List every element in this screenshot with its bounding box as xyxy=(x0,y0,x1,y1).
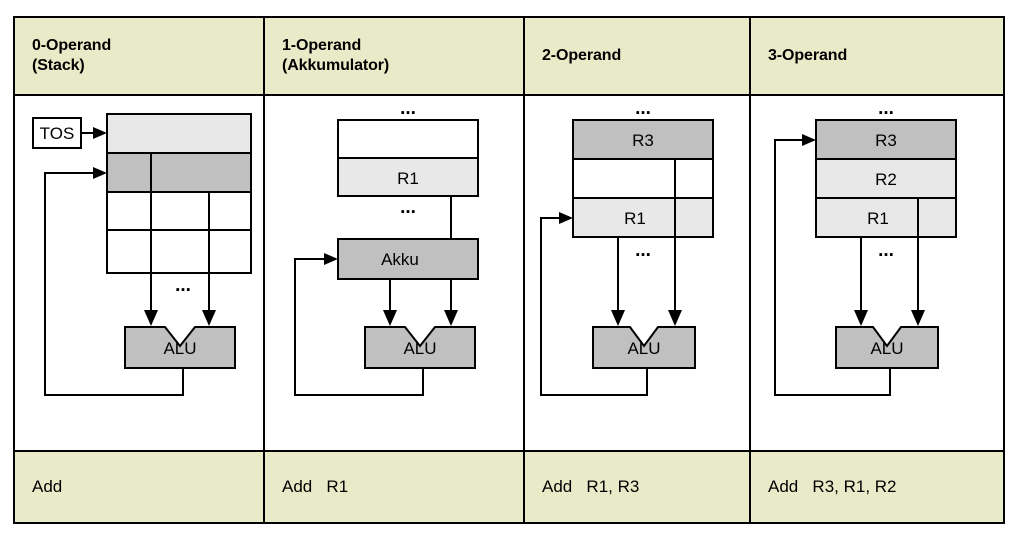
table-body-row: TOS ... ALU xyxy=(15,96,1003,452)
register-cell-r1 xyxy=(337,157,479,197)
register-cell-blank xyxy=(572,158,714,199)
stack-machine-diagram: TOS ... ALU xyxy=(32,113,252,396)
feedback-arrow-head xyxy=(559,212,573,224)
operand-arrow-left xyxy=(611,310,625,326)
alu-label: ALU xyxy=(870,339,903,358)
header-line1: 2-Operand xyxy=(542,46,622,64)
register-cell-r1 xyxy=(815,197,957,238)
header-line2: (Stack) xyxy=(32,57,85,74)
instruction-cell-stack: Add xyxy=(15,452,265,522)
register-bottom-ellipsis: ... xyxy=(635,240,651,261)
header-cell-stack: 0-Operand (Stack) xyxy=(15,18,265,94)
tos-arrow-head xyxy=(93,127,107,139)
alu-feedback-path xyxy=(294,258,424,396)
operand-arrow-right xyxy=(668,310,682,326)
operand-arrow-left xyxy=(854,310,868,326)
instruction-accumulator: Add R1 xyxy=(282,477,349,496)
header-cell-two-operand: 2-Operand xyxy=(525,18,751,94)
alu-shape xyxy=(124,326,236,369)
feedback-arrow-head xyxy=(324,253,338,265)
diagram-cell-two-operand: ... R3 R1 ... xyxy=(525,96,751,450)
alu-feedback-path xyxy=(774,139,891,396)
operand-arrow-right xyxy=(202,310,216,326)
alu-label: ALU xyxy=(627,339,660,358)
instruction-stack: Add xyxy=(32,477,63,496)
three-operand-machine-diagram: ... R3 R2 R1 ... xyxy=(774,98,957,396)
instruction-cell-three-operand: Add R3, R1, R2 xyxy=(751,452,1003,522)
register-label-r1: R1 xyxy=(624,209,646,228)
alu-shape xyxy=(364,326,476,369)
instruction-three-operand: Add R3, R1, R2 xyxy=(768,477,897,496)
alu-shape xyxy=(835,326,939,369)
operand-arrow-left xyxy=(383,310,397,326)
operand-arrow-left xyxy=(144,310,158,326)
accumulator-label: Akku xyxy=(381,250,419,269)
stack-ellipsis: ... xyxy=(175,275,191,296)
instruction-two-operand: Add R1, R3 xyxy=(542,477,640,496)
header-label-three-operand: 3-Operand xyxy=(768,46,847,66)
register-top-ellipsis: ... xyxy=(635,98,651,119)
instruction-cell-accumulator: Add R1 xyxy=(265,452,525,522)
register-label-r3: R3 xyxy=(632,131,654,150)
register-cell-blank xyxy=(337,119,479,159)
header-label-accumulator: 1-Operand (Akkumulator) xyxy=(282,36,389,77)
register-top-ellipsis: ... xyxy=(878,98,894,119)
stack-cell-3 xyxy=(106,229,252,274)
header-label-two-operand: 2-Operand xyxy=(542,46,621,66)
alu-label: ALU xyxy=(403,339,436,358)
table-footer-row: Add Add R1 Add R1, R3 Add R3, R1, R2 xyxy=(15,452,1003,522)
header-cell-three-operand: 3-Operand xyxy=(751,18,1003,94)
register-bottom-ellipsis: ... xyxy=(878,240,894,261)
table-header-row: 0-Operand (Stack) 1-Operand (Akkumulator… xyxy=(15,18,1003,96)
header-line1: 1-Operand xyxy=(282,36,362,54)
feedback-arrow-head xyxy=(93,167,107,179)
alu-feedback-path xyxy=(44,172,184,396)
stack-cell-2 xyxy=(106,191,252,231)
alu-feedback-path xyxy=(540,217,648,396)
header-line2: (Akkumulator) xyxy=(282,57,390,74)
header-line1: 3-Operand xyxy=(768,46,848,64)
stack-cell-0 xyxy=(106,113,252,154)
register-label-r1: R1 xyxy=(867,209,889,228)
register-cell-r2 xyxy=(815,158,957,199)
header-line1: 0-Operand xyxy=(32,36,112,54)
tos-label: TOS xyxy=(40,124,75,143)
diagram-cell-accumulator: ... R1 ... Akku xyxy=(265,96,525,450)
diagram-cell-three-operand: ... R3 R2 R1 ... xyxy=(751,96,1003,450)
diagram-cell-stack: TOS ... ALU xyxy=(15,96,265,450)
operand-arrow-right xyxy=(911,310,925,326)
register-cell-r3 xyxy=(815,119,957,160)
header-cell-accumulator: 1-Operand (Akkumulator) xyxy=(265,18,525,94)
two-operand-machine-diagram: ... R3 R1 ... xyxy=(540,98,714,396)
register-bottom-ellipsis: ... xyxy=(400,197,416,218)
register-top-ellipsis: ... xyxy=(400,98,416,119)
alu-label: ALU xyxy=(163,339,196,358)
instruction-cell-two-operand: Add R1, R3 xyxy=(525,452,751,522)
operand-comparison-table: 0-Operand (Stack) 1-Operand (Akkumulator… xyxy=(13,16,1005,524)
header-label-stack: 0-Operand (Stack) xyxy=(32,36,111,77)
alu-shape xyxy=(592,326,696,369)
register-cell-r1 xyxy=(572,197,714,238)
accumulator-machine-diagram: ... R1 ... Akku xyxy=(294,98,479,396)
operand-arrow-right xyxy=(444,310,458,326)
feedback-arrow-head xyxy=(802,134,816,146)
register-label-r2: R2 xyxy=(875,170,897,189)
register-label-r3: R3 xyxy=(875,131,897,150)
accumulator-box xyxy=(337,238,479,280)
stack-cell-1 xyxy=(106,152,252,193)
register-label-r1: R1 xyxy=(397,169,419,188)
